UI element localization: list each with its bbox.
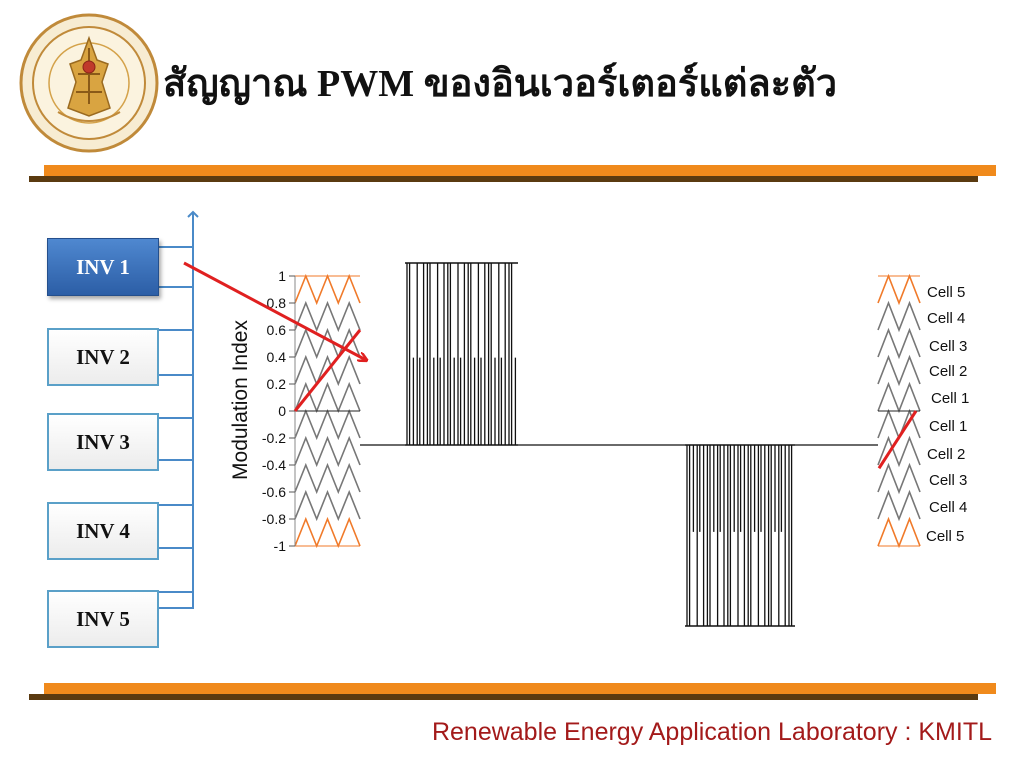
left-carrier-band-5: [294, 381, 361, 414]
y-tick-label: 0.6: [267, 322, 287, 338]
cell-labels: Cell 5 Cell 4 Cell 3 Cell 2 Cell 1 Cell 1 Cell…: [926, 284, 969, 545]
cell-label: Cell 1: [929, 418, 967, 435]
cell-label: Cell 2: [929, 363, 967, 380]
y-tick-label: -0.6: [262, 484, 286, 500]
slide-title: สัญญาณ PWM ของอินเวอร์เตอร์แต่ละตัว: [163, 63, 838, 105]
pwm-output-waveform: [360, 262, 878, 627]
right-reference-line: [877, 410, 918, 470]
cell-label: Cell 5: [926, 528, 964, 545]
right-carrier-stack: [877, 273, 921, 549]
inverter-cascade-connector: [159, 213, 194, 609]
inv-1-button[interactable]: INV 1: [47, 238, 159, 296]
footer-lab-name: Renewable Energy Application Laboratory …: [431, 718, 992, 746]
header-rule-dark: [29, 176, 978, 182]
y-tick-label: -1: [274, 538, 287, 554]
cell-label: Cell 4: [927, 310, 965, 327]
cell-label: Cell 5: [927, 284, 965, 301]
left-carrier-band-4: [294, 354, 361, 387]
left-carrier-band-8: [294, 462, 361, 495]
right-carrier-band-3: [877, 327, 921, 360]
left-carrier-band-7: [294, 435, 361, 468]
left-carrier-band-6: [294, 408, 361, 441]
left-carrier-stack: [294, 273, 361, 549]
y-tick-label: 0.8: [267, 295, 287, 311]
left-carrier-band-9: [294, 489, 361, 522]
y-axis-ticks: 1 0.8 0.6 0.4 0.2 0 -0.2 -0.4 -0.6 -0.8 -1: [262, 268, 296, 554]
header-rule-orange: [44, 165, 996, 176]
inv1-pointer-arrow: [183, 261, 366, 360]
left-carrier-band-3: [294, 327, 361, 360]
y-tick-label: 1: [278, 268, 286, 284]
cell-label: Cell 4: [929, 499, 967, 516]
right-carrier-band-4: [877, 354, 921, 387]
inv-4-button[interactable]: INV 4: [47, 502, 159, 560]
right-carrier-band-5: [877, 381, 921, 414]
footer-rule-dark: [29, 694, 978, 700]
cell-label: Cell 3: [929, 472, 967, 489]
left-carrier-band-10: [294, 516, 361, 549]
university-seal-logo: [19, 13, 159, 153]
footer-rule-orange: [44, 683, 996, 694]
y-tick-label: 0.4: [267, 349, 287, 365]
cell-label: Cell 1: [931, 390, 969, 407]
cell-label: Cell 3: [929, 338, 967, 355]
left-carrier-band-2: [294, 300, 361, 333]
left-carrier-band-1: [294, 273, 361, 306]
y-tick-label: -0.4: [262, 457, 286, 473]
inv-5-button[interactable]: INV 5: [47, 590, 159, 648]
right-carrier-band-2: [877, 300, 921, 333]
y-tick-label: -0.2: [262, 430, 286, 446]
right-carrier-band-1: [877, 273, 921, 306]
right-carrier-band-8: [877, 462, 921, 495]
inv-2-button[interactable]: INV 2: [47, 328, 159, 386]
y-tick-label: -0.8: [262, 511, 286, 527]
inv-3-button[interactable]: INV 3: [47, 413, 159, 471]
right-carrier-band-9: [877, 489, 921, 522]
right-carrier-band-10: [877, 516, 921, 549]
left-reference-line: [293, 329, 362, 412]
cell-label: Cell 2: [927, 446, 965, 463]
right-carrier-band-7: [877, 435, 921, 468]
y-tick-label: 0: [278, 403, 286, 419]
y-axis-label: Modulation Index: [229, 320, 252, 480]
y-tick-label: 0.2: [267, 376, 287, 392]
